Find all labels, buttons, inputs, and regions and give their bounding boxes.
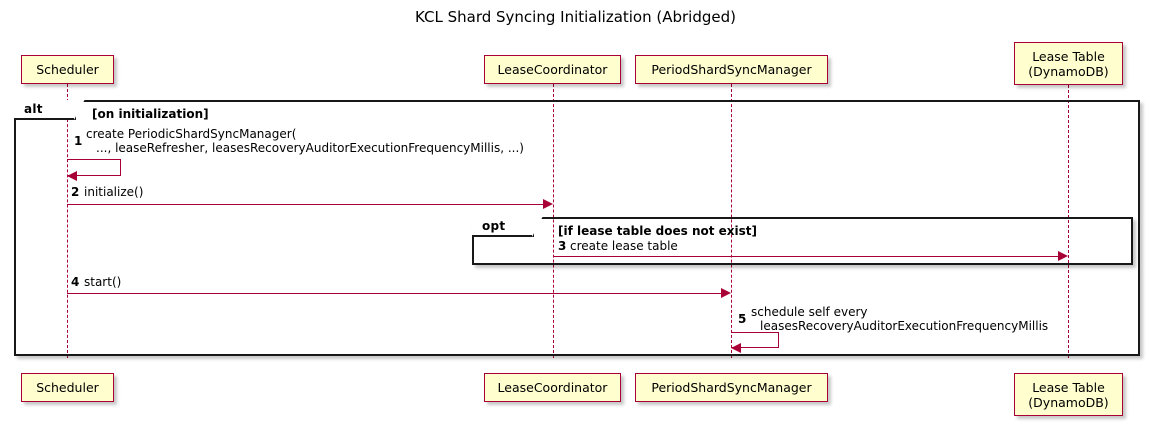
lifeline-scheduler [67, 84, 68, 358]
participant-periodshardsyncmanager-bottom[interactable]: PeriodShardSyncManager [635, 373, 828, 402]
message-1-text-line2: ..., leaseRefresher, leasesRecoveryAudit… [96, 141, 524, 155]
message-5-arrowhead [731, 343, 741, 353]
message-4-line [67, 293, 725, 294]
fragment-alt [14, 100, 1140, 356]
message-2-line [67, 204, 547, 205]
participant-label-line1: Lease Table [1032, 48, 1105, 64]
participant-label-line1: Lease Table [1032, 379, 1105, 395]
message-1-self-loop [67, 159, 121, 176]
message-1-arrowhead [67, 171, 77, 181]
fragment-opt-condition: [if lease table does not exist] [558, 224, 758, 238]
message-1-number: 1 [74, 134, 83, 148]
message-4-arrowhead [721, 288, 731, 298]
fragment-alt-condition: [on initialization] [92, 107, 209, 121]
participant-periodshardsyncmanager-top[interactable]: PeriodShardSyncManager [635, 55, 828, 84]
participant-scheduler-top[interactable]: Scheduler [21, 55, 114, 84]
fragment-opt [472, 217, 1133, 265]
participant-label: LeaseCoordinator [497, 62, 608, 77]
diagram-title: KCL Shard Syncing Initialization (Abridg… [415, 8, 736, 26]
participant-label: PeriodShardSyncManager [651, 380, 812, 395]
lifeline-leasetable [1068, 85, 1069, 358]
participant-leasetable-bottom[interactable]: Lease Table (DynamoDB) [1014, 373, 1123, 416]
fragment-alt-keyword: alt [24, 102, 43, 116]
fragment-opt-keyword: opt [482, 219, 506, 233]
participant-label-line2: (DynamoDB) [1028, 394, 1109, 410]
participant-label-line2: (DynamoDB) [1028, 63, 1109, 79]
participant-label: Scheduler [36, 62, 99, 77]
message-5-text-line1: schedule self every [751, 305, 868, 319]
participant-leasetable-top[interactable]: Lease Table (DynamoDB) [1014, 42, 1123, 85]
lifeline-leasecoordinator [553, 84, 554, 358]
message-4-text: start() [84, 275, 122, 289]
participant-scheduler-bottom[interactable]: Scheduler [21, 373, 114, 402]
message-5-text-line2: leasesRecoveryAuditorExecutionFrequencyM… [760, 319, 1049, 333]
participant-label: Scheduler [36, 380, 99, 395]
fragment-alt-tab: alt [14, 99, 85, 120]
participant-label: PeriodShardSyncManager [651, 62, 812, 77]
participant-label: LeaseCoordinator [497, 380, 608, 395]
message-3-text: create lease table [570, 239, 678, 253]
message-5-self-loop [731, 332, 779, 348]
message-2-number: 2 [71, 185, 80, 199]
fragment-opt-tab: opt [472, 216, 543, 237]
message-5-number: 5 [738, 312, 747, 326]
message-1-text-line1: create PeriodicShardSyncManager( [86, 127, 297, 141]
message-2-arrowhead [543, 199, 553, 209]
message-3-line [553, 256, 1058, 257]
message-2-text: initialize() [84, 185, 144, 199]
participant-leasecoordinator-bottom[interactable]: LeaseCoordinator [484, 373, 621, 402]
participant-leasecoordinator-top[interactable]: LeaseCoordinator [484, 55, 621, 84]
message-4-number: 4 [71, 275, 80, 289]
message-3-arrowhead [1058, 251, 1068, 261]
message-3-number: 3 [558, 239, 567, 253]
lifeline-periodshardsyncmanager [731, 84, 732, 358]
